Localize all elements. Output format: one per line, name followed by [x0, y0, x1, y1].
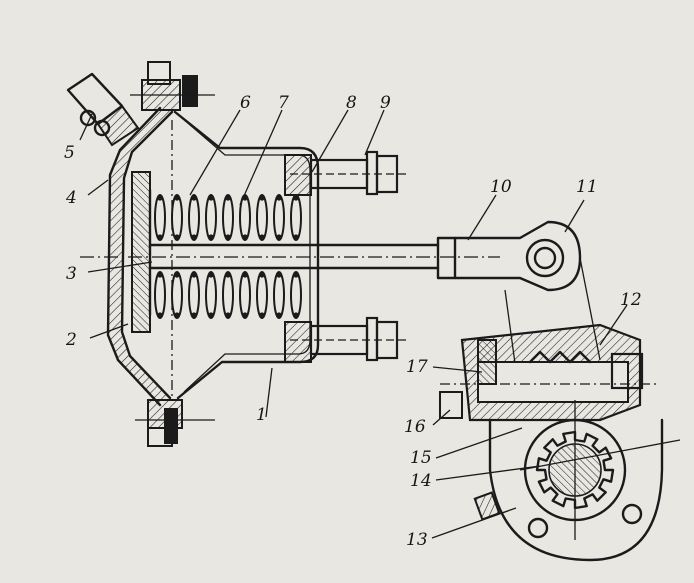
spring-coil: [171, 271, 183, 319]
cover-hatch: [108, 108, 172, 405]
callout-11: 11: [576, 177, 598, 197]
leader-lines: [79, 109, 628, 539]
spring-coil: [239, 271, 251, 319]
spring-wire-section: [225, 272, 231, 278]
spring-coil: [188, 271, 200, 319]
callout-3: 3: [66, 264, 77, 284]
spring-wire-section: [208, 234, 214, 240]
spring-coil: [154, 271, 166, 319]
callout-15: 15: [410, 448, 432, 468]
spring-wire-section: [157, 234, 163, 240]
spring-coil: [171, 194, 183, 241]
spring-wire-section: [157, 312, 163, 318]
spring-wire-section: [242, 272, 248, 278]
spring-coil: [205, 194, 217, 241]
spring-wire-section: [157, 272, 163, 278]
callout-4: 4: [65, 188, 77, 208]
callout-6: 6: [240, 93, 251, 113]
callout-16: 16: [404, 417, 426, 437]
spring-wire-section: [225, 312, 231, 318]
spring-wire-section: [293, 234, 299, 240]
brake-chamber: [66, 61, 500, 447]
spring-wire-section: [174, 272, 180, 278]
callout-7: 7: [278, 93, 289, 113]
callout-5: 5: [64, 143, 75, 163]
spring-wire-section: [242, 312, 248, 318]
splined-hub: [535, 430, 615, 510]
spring-wire-section: [293, 312, 299, 318]
spring-coil: [290, 194, 302, 241]
mounting-bolt-upper: [284, 150, 410, 196]
spring-wire-section: [242, 234, 248, 240]
flange-bolt-top: [130, 61, 215, 111]
spring-wire-section: [191, 195, 197, 201]
spring-wire-section: [157, 195, 163, 201]
spring-wire-section: [208, 272, 214, 278]
spring-coil: [290, 271, 302, 319]
flange-bolt-bottom: [135, 399, 215, 447]
callout-10: 10: [490, 177, 512, 197]
spring-coil: [205, 271, 217, 319]
spring-coil: [273, 194, 285, 241]
spring-wire-section: [191, 312, 197, 318]
callout-13: 13: [406, 530, 428, 550]
spring-wire-section: [174, 195, 180, 201]
spring-wire-section: [276, 272, 282, 278]
spring-wire-section: [276, 312, 282, 318]
spring-wire-section: [259, 312, 265, 318]
callout-12: 12: [620, 290, 642, 310]
spring-coil: [188, 194, 200, 241]
callout-8: 8: [346, 93, 357, 113]
spring-wire-section: [174, 312, 180, 318]
spring-coil: [154, 194, 166, 241]
spring-wire-section: [259, 195, 265, 201]
spring-wire-section: [276, 234, 282, 240]
slack-adjuster: [439, 323, 681, 562]
callout-9: 9: [380, 93, 391, 113]
return-spring: [154, 194, 302, 319]
callout-2: 2: [65, 330, 77, 350]
spring-wire-section: [174, 234, 180, 240]
spring-coil: [273, 271, 285, 319]
callout-1: 1: [256, 405, 267, 425]
spring-wire-section: [191, 234, 197, 240]
callout-14: 14: [410, 471, 432, 491]
spring-coil: [256, 194, 268, 241]
spring-wire-section: [259, 234, 265, 240]
callout-labels: 1 2 3 4 5 6 7 8 9 10 11 12 13 14 15 16 1…: [64, 93, 642, 550]
spring-wire-section: [293, 195, 299, 201]
spring-wire-section: [191, 272, 197, 278]
air-inlet-fitting: [66, 72, 140, 147]
diaphragm-plate: [131, 171, 151, 333]
mounting-bolt-lower: [284, 316, 410, 363]
spring-wire-section: [259, 272, 265, 278]
push-rod: [80, 243, 500, 270]
spring-wire-section: [208, 195, 214, 201]
callout-17: 17: [406, 357, 428, 377]
spring-coil: [222, 271, 234, 319]
spring-wire-section: [225, 195, 231, 201]
spring-wire-section: [276, 195, 282, 201]
spring-wire-section: [225, 234, 231, 240]
spring-wire-section: [208, 312, 214, 318]
spring-coil: [256, 271, 268, 319]
spring-coil: [222, 194, 234, 241]
spring-wire-section: [293, 272, 299, 278]
